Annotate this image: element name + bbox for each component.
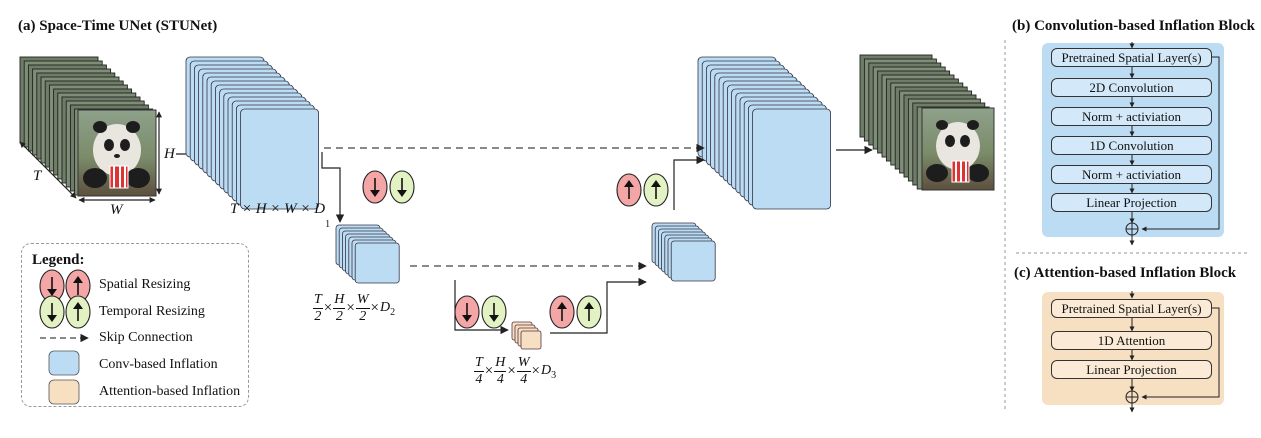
legend: Legend:	[21, 243, 249, 407]
spatial-up-icon	[616, 173, 642, 207]
temporal-up-icon	[643, 173, 669, 207]
temporal-up-icon	[576, 295, 602, 329]
t-dimension-arrow	[19, 141, 77, 199]
conv-layer-linear-projection: Linear Projection	[1051, 193, 1212, 212]
w-dimension-label: W	[110, 202, 123, 218]
panel-a-title: (a) Space-Time UNet (STUNet)	[18, 18, 218, 34]
encoder-level2-stack	[335, 224, 400, 284]
conv-layer-norm-activation-2: Norm + activiation	[1051, 165, 1212, 184]
legend-attention-swatch	[48, 379, 80, 405]
panel-c-title: (c) Attention-based Inflation Block	[1014, 265, 1237, 281]
attn-layer-pretrained-spatial: Pretrained Spatial Layer(s)	[1051, 299, 1212, 318]
legend-temporal-down-icon	[39, 295, 65, 329]
legend-conv-label: Conv-based Inflation	[99, 357, 218, 372]
input-video-stack	[19, 56, 157, 197]
enc1-layer	[240, 108, 320, 210]
spatial-down-icon	[362, 170, 388, 204]
temporal-down-icon	[481, 295, 507, 329]
legend-spatial-label: Spatial Resizing	[99, 277, 191, 292]
up-path-1	[673, 155, 705, 210]
up-path-2	[550, 277, 647, 334]
spatial-up-icon	[549, 295, 575, 329]
h-dimension-label: H	[164, 146, 175, 162]
legend-conv-swatch	[48, 350, 80, 376]
output-panda-frame	[921, 107, 995, 191]
temporal-down-icon	[389, 170, 415, 204]
decoder-level2-stack	[651, 222, 716, 282]
attn-layer-1d-attention: 1D Attention	[1051, 331, 1212, 350]
panel-b-title: (b) Convolution-based Inflation Block	[1012, 18, 1255, 34]
conv-layer-norm-activation-1: Norm + activiation	[1051, 107, 1212, 126]
dec1-layer	[752, 108, 831, 210]
down-path-1	[321, 152, 341, 218]
legend-temporal-up-icon	[65, 295, 91, 329]
dec2-layer	[670, 240, 716, 282]
conv-residual-path	[1141, 56, 1220, 232]
t-dimension-label: T	[33, 168, 42, 184]
legend-icons	[39, 269, 91, 405]
conv-layer-1d-convolution: 1D Convolution	[1051, 136, 1212, 155]
attn-residual-path	[1141, 307, 1220, 400]
bottleneck-layer	[520, 330, 542, 350]
legend-temporal-label: Temporal Resizing	[99, 304, 205, 319]
legend-attention-label: Attention-based Inflation	[99, 384, 241, 399]
legend-title: Legend:	[32, 252, 85, 268]
decoder-level1-stack	[697, 56, 831, 210]
level1-dim-label: T × H × W × D1	[230, 201, 331, 230]
attn-layer-linear-projection: Linear Projection	[1051, 360, 1212, 379]
encoder-level1-stack	[185, 56, 320, 210]
down-path-2	[454, 280, 509, 335]
enc2-layer	[354, 242, 400, 284]
conv-layer-2d-convolution: 2D Convolution	[1051, 78, 1212, 97]
spatial-down-icon	[454, 295, 480, 329]
attention-block-panel	[1042, 292, 1224, 405]
block-arrows	[1125, 42, 1220, 413]
conv-layer-pretrained-spatial: Pretrained Spatial Layer(s)	[1051, 48, 1212, 67]
legend-skip-label: Skip Connection	[99, 330, 193, 345]
bottleneck-attention-stack	[511, 321, 542, 350]
